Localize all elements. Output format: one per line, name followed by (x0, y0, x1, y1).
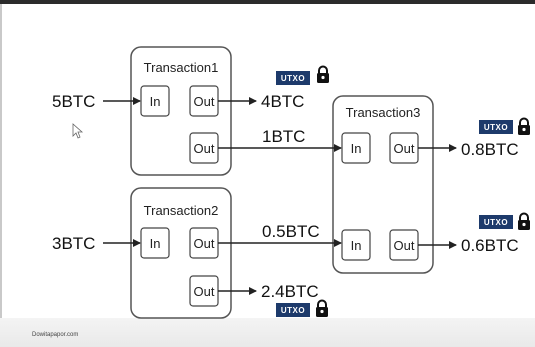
input-3btc-label: 3BTC (52, 234, 95, 253)
utxo-badge-0-6btc: UTXO (479, 212, 531, 231)
utxo-badge-label: UTXO (484, 218, 508, 227)
lock-icon (517, 117, 531, 136)
utxo-badge-label: UTXO (281, 74, 305, 83)
mouse-cursor-icon (72, 123, 84, 139)
transaction-2-title: Transaction2 (144, 203, 219, 218)
t1-out1-port: Out (189, 85, 219, 117)
t3-in1-port: In (341, 132, 371, 164)
t2-out2-label: Out (194, 284, 215, 299)
transaction-1-title: Transaction1 (144, 60, 219, 75)
t1-out2-label: Out (194, 141, 215, 156)
t3-out1-port: Out (389, 132, 419, 164)
t3-in2-port: In (341, 229, 371, 261)
t2-out1-label: Out (194, 236, 215, 251)
t2-out1-port: Out (189, 227, 219, 259)
utxo-badge-4btc: UTXO (276, 65, 330, 85)
t3-out2-port: Out (389, 229, 419, 261)
output-2-4btc-label: 2.4BTC (261, 282, 319, 301)
output-0-8btc-label: 0.8BTC (461, 140, 519, 159)
utxo-badge-label: UTXO (281, 306, 305, 315)
transaction-3-title: Transaction3 (346, 105, 421, 120)
utxo-badge-0-8btc: UTXO (479, 117, 531, 136)
t3-out2-label: Out (394, 238, 415, 253)
left-rule (0, 4, 2, 318)
t2-in-label: In (150, 236, 161, 251)
utxo-badge-2-4btc: UTXO (276, 299, 329, 318)
output-4btc-label: 4BTC (261, 92, 304, 111)
footer-source: Dowitapapor.com (32, 332, 78, 338)
t3-out1-label: Out (394, 141, 415, 156)
output-0-6btc-label: 0.6BTC (461, 236, 519, 255)
t1-in-label: In (150, 94, 161, 109)
top-border (0, 0, 535, 4)
lock-icon (517, 212, 531, 231)
lock-icon (315, 299, 329, 318)
footer-band (0, 318, 535, 347)
utxo-badge-label: UTXO (484, 123, 508, 132)
t1-out1-label: Out (194, 94, 215, 109)
output-1btc-label: 1BTC (262, 127, 305, 146)
t3-in2-label: In (351, 238, 362, 253)
output-0-5btc-label: 0.5BTC (262, 222, 320, 241)
input-5btc-label: 5BTC (52, 92, 95, 111)
lock-icon (316, 65, 330, 84)
t3-in1-label: In (351, 141, 362, 156)
t1-out2-port: Out (189, 132, 219, 164)
t2-out2-port: Out (189, 275, 219, 307)
t2-in-port: In (140, 227, 170, 259)
t1-in-port: In (140, 85, 170, 117)
